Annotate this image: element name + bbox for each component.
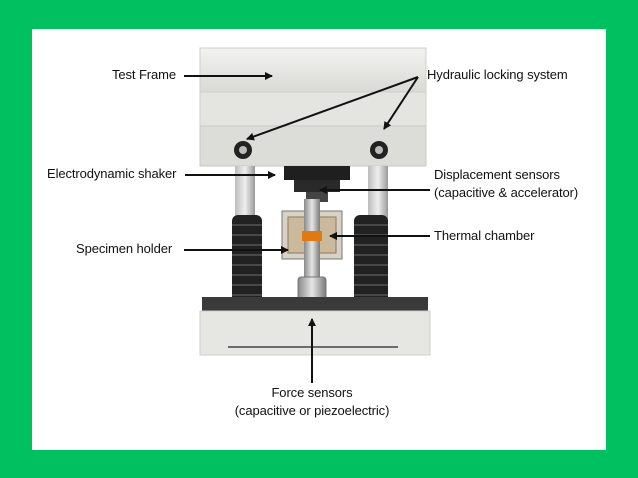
- hydraulic-lock-right: [370, 141, 388, 159]
- hydraulic-lock-left: [234, 141, 252, 159]
- label-displacement-sensors-2: (capacitive & accelerator): [434, 185, 579, 200]
- label-specimen-holder: Specimen holder: [76, 241, 173, 256]
- hydraulic-arrow-left: [246, 76, 419, 141]
- label-hydraulic-locking: Hydraulic locking system: [427, 67, 568, 82]
- label-electrodynamic-shaker: Electrodynamic shaker: [47, 166, 177, 181]
- label-displacement-sensors-1: Displacement sensors: [434, 167, 560, 182]
- test-frame: [199, 47, 427, 167]
- machine-illustration: [184, 47, 431, 383]
- label-thermal-chamber: Thermal chamber: [434, 228, 535, 243]
- hydraulic-arrow-right: [383, 76, 419, 130]
- specimen-holder: [302, 199, 322, 277]
- label-test-frame: Test Frame: [112, 67, 177, 82]
- label-force-sensors-2: (capacitive or piezoelectric): [234, 403, 390, 418]
- diagram-slide: Test Frame Hydraulic locking system Elec…: [32, 29, 606, 450]
- label-force-sensors-1: Force sensors: [271, 385, 353, 400]
- bellows-right: [354, 215, 388, 311]
- machine-base: [199, 297, 431, 356]
- electrodynamic-shaker: [284, 166, 350, 202]
- bellows-left: [232, 215, 262, 311]
